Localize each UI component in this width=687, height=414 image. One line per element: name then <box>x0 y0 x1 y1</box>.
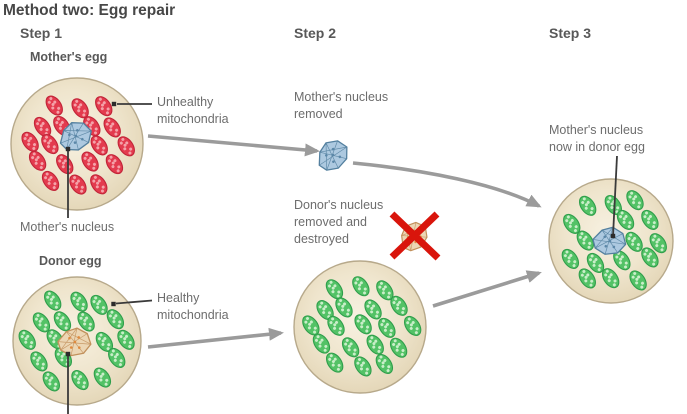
mitochondrion-icon <box>578 195 597 216</box>
mitochondrion-icon <box>77 311 95 332</box>
mitochondrion-icon <box>70 291 88 312</box>
mitochondrion-icon <box>44 290 62 311</box>
mitochondrion-icon <box>586 252 605 273</box>
healthy-mitochondria-annotation: Healthy mitochondria <box>157 291 229 322</box>
repaired-nucleus-icon <box>592 226 627 255</box>
mitochondrion-icon <box>626 190 644 211</box>
mitochondrion-icon <box>117 329 135 350</box>
mitochondrion-icon <box>53 311 72 332</box>
mitochondrion-icon <box>563 213 581 234</box>
mothers-nucleus-annotation: Mother's nucleus <box>20 220 115 234</box>
mitochondrion-icon <box>90 174 108 195</box>
mitochondrion-icon <box>325 352 344 373</box>
mitochondrion-icon <box>649 233 667 254</box>
mitochondrion-icon <box>364 299 382 320</box>
mitochondrion-icon <box>335 297 353 318</box>
mitochondrion-icon <box>601 268 620 289</box>
diagram-title: Method two: Egg repair <box>3 2 176 19</box>
mothers-egg-label: Mother's egg <box>30 50 108 64</box>
mitochondrion-icon <box>625 231 643 252</box>
mitochondrion-icon <box>629 270 647 291</box>
step-2-heading: Step 2 <box>294 25 337 41</box>
mitochondrion-icon <box>105 154 124 175</box>
mitochondrion-icon <box>69 174 87 195</box>
mitochondrion-icon <box>341 337 360 358</box>
step-3-heading: Step 3 <box>549 25 592 41</box>
mitochondrion-icon <box>366 334 384 355</box>
extracted-nucleus-icon <box>318 140 348 171</box>
mitochondrion-icon <box>561 248 580 269</box>
mitochondrion-icon <box>42 371 60 392</box>
mitochondrion-icon <box>403 315 422 336</box>
result-annotation: Mother's nucleus now in donor egg <box>549 123 645 154</box>
mitochondrion-icon <box>375 353 394 374</box>
mitochondrion-icon <box>90 294 108 315</box>
pointer-unhealthy-mitochondria <box>111 101 152 107</box>
mitochondrion-icon <box>117 136 135 157</box>
arrow-enucleated-egg-to-repaired-egg <box>432 270 542 308</box>
mitochondrion-icon <box>312 333 331 354</box>
mitochondrion-icon <box>103 117 121 138</box>
mitochondrion-icon <box>389 337 408 358</box>
mitochondrion-icon <box>93 367 112 388</box>
mitochondrion-icon <box>327 315 345 336</box>
mitochondrion-icon <box>81 151 99 172</box>
arrow-donor-egg-to-enucleated-egg <box>147 327 284 349</box>
mitochondrion-icon <box>106 309 125 330</box>
mothers-nucleus-removed-annotation: Mother's nucleus removed <box>294 90 389 121</box>
mitochondrion-icon <box>30 351 48 372</box>
pointer-healthy-mitochondria <box>111 299 153 307</box>
destroyed-cross-icon <box>389 211 441 261</box>
pointer-donor-nucleus <box>65 351 71 414</box>
mitochondrion-icon <box>576 230 595 251</box>
mitochondrion-icon <box>390 295 408 316</box>
mitochondrion-icon <box>28 150 47 171</box>
mitochondrion-icon <box>616 209 635 230</box>
mitochondrion-icon <box>95 331 114 353</box>
pointer-repaired-nucleus <box>610 155 618 239</box>
mitochondrion-icon <box>354 356 372 377</box>
mitochondrion-icon <box>354 314 372 335</box>
mitochondrion-icon <box>32 312 51 333</box>
donor-egg-label: Donor egg <box>39 254 102 268</box>
donor-nucleus-icon <box>57 327 92 357</box>
mitochondrion-icon <box>90 135 108 156</box>
mitochondrion-icon <box>71 370 89 391</box>
mitochondrion-icon <box>378 317 396 338</box>
mitochondrion-icon <box>641 247 659 268</box>
arrow-mothers-egg-to-extracted-nucleus <box>147 134 320 157</box>
mother-nucleus-icon <box>59 122 92 151</box>
donors-nucleus-destroyed-annotation: Donor's nucleus removed and destroyed <box>294 198 384 246</box>
pointer-mothers-nucleus <box>65 146 71 218</box>
mitochondrion-icon <box>21 131 39 152</box>
unhealthy-mitochondria-annotation: Unhealthy mitochondria <box>157 95 229 126</box>
mitochondrion-icon <box>108 347 126 368</box>
mitochondrion-icon <box>352 276 370 297</box>
arrow-extracted-nucleus-to-repaired-egg <box>352 161 542 208</box>
mitochondrion-icon <box>641 209 659 230</box>
mitochondrion-icon <box>41 170 60 191</box>
mitochondrion-icon <box>45 95 63 116</box>
mitochondrion-icon <box>18 329 36 350</box>
mitochondrion-icon <box>41 134 59 155</box>
step-1-heading: Step 1 <box>20 25 63 41</box>
mitochondrion-icon <box>95 96 113 117</box>
enucleated-donor-egg <box>293 260 427 394</box>
mitochondrion-icon <box>578 268 596 289</box>
